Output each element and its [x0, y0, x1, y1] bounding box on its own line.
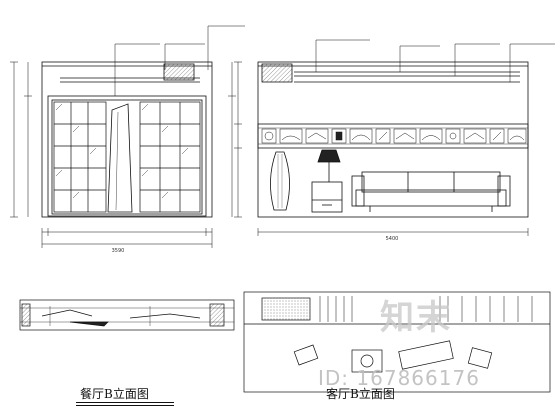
door-right: [139, 101, 201, 213]
right-wall-outline: [257, 61, 529, 218]
watermark-logo: 知末: [380, 298, 452, 338]
frieze-pictures: [261, 128, 527, 144]
door-left: [53, 101, 107, 213]
right-ceiling-hatch: [261, 63, 293, 83]
right-elevation: [234, 39, 555, 236]
left-wall-outline: [41, 61, 213, 218]
right-plan: [243, 291, 551, 393]
watermark-id: ID: 167866176: [318, 366, 480, 390]
sofa: [351, 171, 511, 212]
left-total-dim: 3590: [112, 248, 125, 254]
picture-frieze: [257, 123, 529, 149]
glass-door-frame: [47, 95, 207, 217]
left-elevation: [10, 25, 245, 248]
left-plan: [19, 299, 235, 331]
right-total-dim: 5400: [386, 236, 399, 242]
door-opening: [107, 103, 133, 213]
side-table: [311, 181, 343, 213]
tall-vase: [270, 151, 290, 211]
left-elevation-title: 餐厅B立面图: [80, 387, 149, 401]
left-title-underline-2: [76, 405, 174, 406]
floor-lamp-shade: [317, 149, 341, 163]
right-elevation-title: 客厅B立面图: [326, 387, 395, 401]
left-title-underline: [76, 402, 174, 403]
left-ceiling-hatch: [163, 63, 195, 81]
